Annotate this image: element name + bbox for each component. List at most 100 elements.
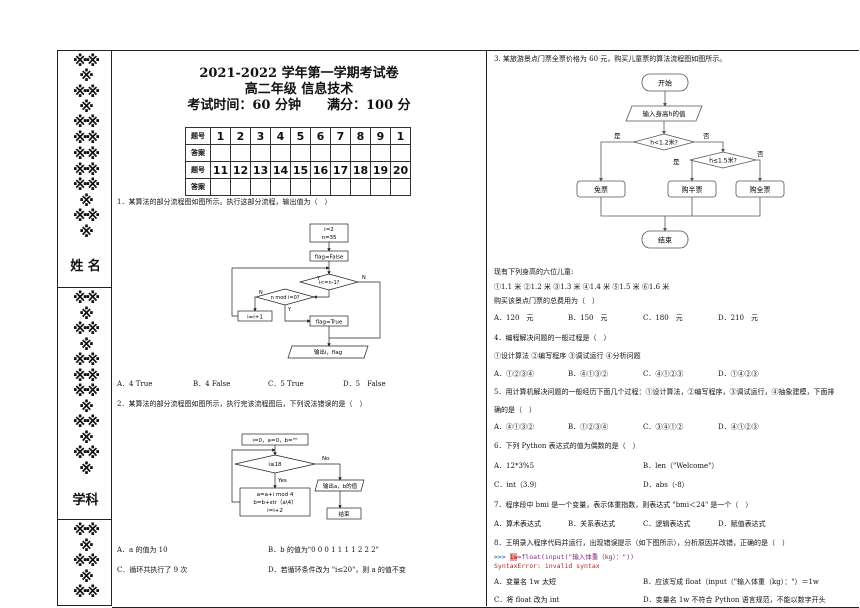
q1-option-b[interactable]: B．4 False: [193, 380, 231, 388]
subject-label: 学科: [72, 493, 99, 508]
q1-cond1: i<=n-1?: [319, 280, 340, 286]
question-number: 15: [290, 161, 311, 179]
binding-strip: ※※ ※ ※※ ※ ※※ ※※ ※※ ※※ ※※ ※ ※※ ※ 姓 名 ※※ ※…: [57, 50, 112, 606]
q1-flag-true: flag=True: [316, 320, 343, 326]
q3-yes-label: 是: [614, 132, 621, 140]
answer-cell[interactable]: [290, 178, 311, 196]
q1-flag-false: flag=False: [315, 255, 344, 261]
mark: ※※: [72, 129, 100, 147]
q3-full: 购全票: [750, 185, 771, 194]
q6-option-b[interactable]: B．len（"Welcome"）: [643, 462, 719, 470]
q3-input: 输入身高h的值: [642, 109, 686, 118]
q1-option-c[interactable]: C．5 True: [268, 380, 304, 388]
q5-option-a[interactable]: A．④①③②: [494, 423, 535, 431]
q2-option-a[interactable]: A．a 的值为 10: [117, 546, 168, 554]
answer-cell[interactable]: [210, 144, 231, 162]
q1-cond2: n mod i=0?: [271, 295, 300, 301]
mark: ※: [79, 429, 94, 447]
q1-output: 输出i，flag: [314, 348, 342, 356]
q4-option-c[interactable]: C．④①②③: [643, 370, 684, 378]
row-label: 题号: [185, 161, 211, 179]
answer-cell[interactable]: [310, 178, 331, 196]
q8-code-line: >>> 1w=float(input("输入体重（kg）：")): [494, 553, 634, 561]
q3-end: 结束: [658, 236, 672, 245]
q6-option-c[interactable]: C．int（3.9）: [494, 481, 542, 489]
q8-option-a[interactable]: A．变量名 1w 太短: [494, 578, 556, 586]
q6-option-a[interactable]: A．12*3%5: [494, 462, 535, 470]
q2-no-label: No: [322, 456, 330, 462]
answer-cell[interactable]: [350, 144, 371, 162]
answer-cell[interactable]: [250, 144, 271, 162]
q4-option-a[interactable]: A．①②③④: [494, 370, 535, 378]
q7-option-c[interactable]: C．逻辑表达式: [643, 520, 691, 528]
q1-option-a[interactable]: A．4 True: [117, 380, 153, 388]
q7-option-a[interactable]: A．算术表达式: [494, 520, 542, 528]
answer-cell[interactable]: [330, 178, 351, 196]
question-7-text: 7．程序段中 bmi 是一个变量，表示体重指数，则表达式 "bmi＜24" 是一…: [494, 501, 753, 509]
q4-steps: ①设计算法 ②编写程序 ③调试运行 ④分析问题: [494, 352, 641, 360]
mark: ※※: [72, 113, 100, 131]
answer-cell[interactable]: [270, 144, 291, 162]
q4-option-d[interactable]: D．①④②③: [718, 370, 759, 378]
question-number: 19: [370, 161, 391, 179]
question-number: 7: [330, 127, 351, 145]
answer-cell[interactable]: [370, 178, 391, 196]
answer-cell[interactable]: [310, 144, 331, 162]
answer-cell[interactable]: [390, 144, 411, 162]
answer-cell[interactable]: [210, 178, 231, 196]
answer-cell[interactable]: [350, 178, 371, 196]
q2-cond: i≤18: [268, 462, 282, 468]
answer-cell[interactable]: [230, 178, 251, 196]
question-number: 17: [330, 161, 351, 179]
divider: [58, 519, 111, 520]
mark: ※: [79, 460, 94, 478]
mark: ※※: [72, 552, 100, 570]
answer-cell[interactable]: [370, 144, 391, 162]
q2-end: 结束: [338, 510, 350, 518]
q7-option-d[interactable]: D．赋值表达式: [718, 520, 766, 528]
mark: ※※: [72, 351, 100, 369]
answer-cell[interactable]: [330, 144, 351, 162]
question-number: 3: [250, 127, 271, 145]
q4-option-b[interactable]: B．④①③②: [568, 370, 609, 378]
answer-cell[interactable]: [290, 144, 311, 162]
q1-inc: i=i+1: [247, 315, 263, 321]
q3-option-c[interactable]: C．180 元: [643, 314, 683, 322]
q2-option-c[interactable]: C．循环共执行了 9 次: [117, 566, 188, 574]
q7-option-b[interactable]: B．关系表达式: [568, 520, 616, 528]
q8-option-c[interactable]: C．将 float 改为 int: [494, 596, 560, 604]
q3-option-d[interactable]: D．210 元: [718, 314, 758, 322]
q1-n-label: N: [259, 290, 263, 296]
q2-flowchart: i=0，a=0，b="" i≤18 No Yes a=a+i mod 4 b=b…: [231, 433, 365, 520]
q5-option-b[interactable]: B．①②③④: [568, 423, 609, 431]
q5-option-d[interactable]: D．④①②③: [718, 423, 759, 431]
q2-option-b[interactable]: B．b 的值为"0 0 0 1 1 1 1 2 2 2": [268, 546, 379, 554]
q1-y-label: Y: [287, 307, 292, 313]
q8-error-message: SyntaxError: invalid syntax: [494, 562, 600, 570]
q2-option-d[interactable]: D．若循环条件改为 "i≤20"，则 a 的值不变: [268, 566, 406, 574]
answer-cell[interactable]: [250, 178, 271, 196]
q6-option-d[interactable]: D．abs（-8）: [643, 481, 689, 489]
answer-cell[interactable]: [390, 178, 411, 196]
q5-option-c[interactable]: C．③④①②: [643, 423, 684, 431]
q3-cond2: h≤1.5米?: [709, 157, 737, 165]
mark: ※: [79, 398, 94, 416]
q8-option-d[interactable]: D．变量名 1w 不符合 Python 语言规范，不能以数字开头: [643, 596, 826, 604]
q1-option-d[interactable]: D．5 False: [343, 380, 386, 388]
mark: ※: [79, 223, 94, 241]
question-number: 11: [210, 161, 231, 179]
mark: ※※: [72, 161, 100, 179]
question-5-text: 5．用计算机解决问题的一般经历下面几个过程：①设计算法，②编写程序，③调试运行，…: [494, 388, 835, 396]
row-label: 题号: [185, 127, 211, 145]
mark: ※: [79, 98, 94, 116]
mark: ※※: [72, 289, 100, 307]
answer-cell[interactable]: [270, 178, 291, 196]
q8-option-b[interactable]: B．应该写成 float（input（"输入体重（kg）："）＝1w: [643, 578, 819, 586]
mark: ※※: [72, 444, 100, 462]
q1-flowchart: i=2 n=35 flag=False i<=n-1? n mod i=0? i…: [231, 223, 381, 359]
q3-option-b[interactable]: B．150 元: [568, 314, 608, 322]
q3-option-a[interactable]: A．120 元: [494, 314, 534, 322]
answer-cell[interactable]: [230, 144, 251, 162]
q3-no-label: 否: [703, 132, 710, 140]
mark: ※: [79, 568, 94, 586]
